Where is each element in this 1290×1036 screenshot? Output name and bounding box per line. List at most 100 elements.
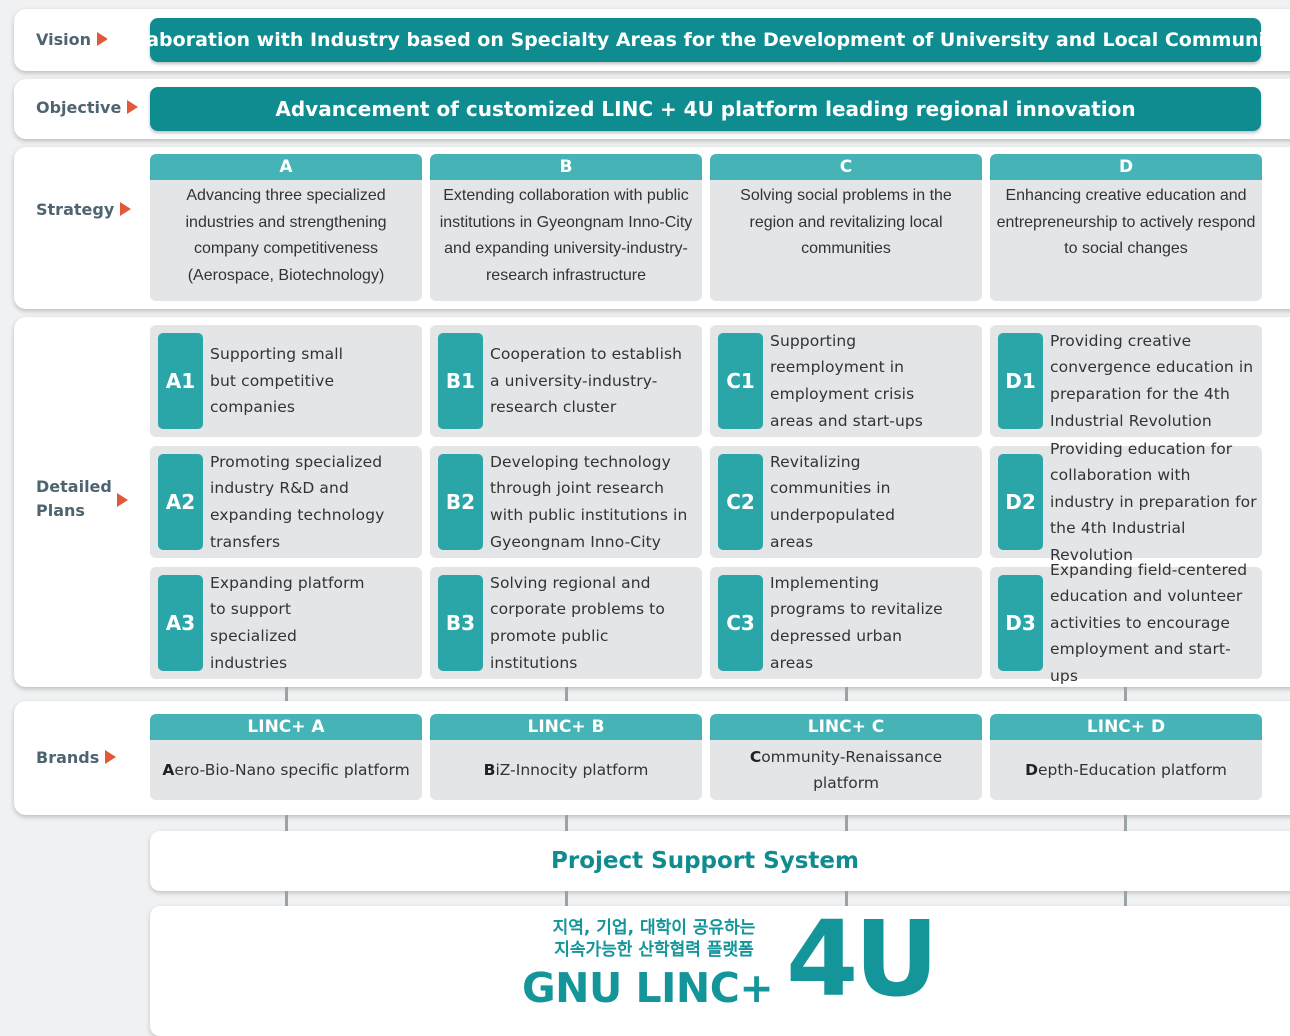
brand-name: LINC+ B <box>430 714 702 740</box>
plan-text: Supporting reemployment in employment cr… <box>770 331 923 430</box>
plan-text: Expanding field-centered education and v… <box>1050 560 1248 685</box>
connector-line <box>845 891 848 906</box>
plan-text: Implementing programs to revitalize depr… <box>770 573 943 672</box>
arrow-right-icon <box>120 202 132 216</box>
arrow-right-icon <box>96 32 108 46</box>
connector-line <box>285 687 288 701</box>
brand-rest: iZ-Innocity platform <box>495 760 649 779</box>
connector-line <box>1124 815 1127 831</box>
plan-card-c3: C3 Implementing programs to revitalize d… <box>710 567 982 679</box>
connector-line <box>845 815 848 831</box>
strategy-card-a: A Advancing three specialized industries… <box>150 154 422 301</box>
plan-card-a1: A1 Supporting small but competitive comp… <box>150 325 422 437</box>
brand-initial: A <box>162 760 175 779</box>
brand-card-c: LINC+ C Community-Renaissance platform <box>710 714 982 800</box>
vision-label: Vision <box>36 30 108 49</box>
plan-card-a3: A3 Expanding platform to support special… <box>150 567 422 679</box>
brand-initial: B <box>483 760 496 779</box>
plan-card-a2: A2 Promoting specialized industry R&D an… <box>150 446 422 558</box>
brand-initial: C <box>749 747 762 766</box>
plan-code: B2 <box>438 454 483 550</box>
plan-code: B1 <box>438 333 483 429</box>
arrow-right-icon <box>105 750 117 764</box>
plan-text: Promoting specialized industry R&D and e… <box>210 452 385 551</box>
brand-card-a: LINC+ A Aero-Bio-Nano specific platform <box>150 714 422 800</box>
strategy-label: Strategy <box>36 200 132 219</box>
brands-label: Brands <box>36 748 117 767</box>
brand-rest: epth-Education platform <box>1038 760 1227 779</box>
strategy-letter: A <box>150 154 422 180</box>
gnu-linc-logo: 지역, 기업, 대학이 공유하는 지속가능한 산학협력 플랫폼 GNU LINC… <box>520 904 940 1019</box>
plan-card-b2: B2 Developing technology through joint r… <box>430 446 702 558</box>
connector-line <box>565 687 568 701</box>
plan-card-b3: B3 Solving regional and corporate proble… <box>430 567 702 679</box>
plan-card-c1: C1 Supporting reemployment in employment… <box>710 325 982 437</box>
plan-text: Revitalizing communities in underpopulat… <box>770 452 896 551</box>
brand-rest: ero-Bio-Nano specific platform <box>174 760 410 779</box>
plan-card-b1: B1 Cooperation to establish a university… <box>430 325 702 437</box>
brand-card-d: LINC+ D Depth-Education platform <box>990 714 1262 800</box>
logo-korean-line1: 지역, 기업, 대학이 공유하는 <box>552 918 756 938</box>
plan-text: Developing technology through joint rese… <box>490 452 688 551</box>
plan-code: A2 <box>158 454 203 550</box>
plan-text: Cooperation to establish a university-in… <box>490 345 683 417</box>
brand-rest: ommunity-Renaissance platform <box>761 747 943 793</box>
connector-line <box>845 687 848 701</box>
connector-line <box>285 891 288 906</box>
plan-code: C3 <box>718 575 763 671</box>
connector-line <box>565 815 568 831</box>
plan-card-d2: D2 Providing education for collaboration… <box>990 439 1262 564</box>
plan-text: Solving regional and corporate problems … <box>490 573 665 672</box>
connector-line <box>285 815 288 831</box>
objective-banner: Advancement of customized LINC + 4U plat… <box>150 87 1261 131</box>
arrow-right-icon <box>117 493 128 507</box>
brand-description: Depth-Education platform <box>990 740 1262 800</box>
objective-label: Objective <box>36 98 139 117</box>
strategy-letter: C <box>710 154 982 180</box>
brand-initial: D <box>1025 760 1039 779</box>
objective-text: Advancement of customized LINC + 4U plat… <box>275 97 1136 121</box>
vision-banner: Collaboration with Industry based on Spe… <box>106 18 1290 62</box>
plan-text: Expanding platform to support specialize… <box>210 573 365 672</box>
logo-wordmark: GNU LINC+ <box>522 964 774 1012</box>
vision-text: Collaboration with Industry based on Spe… <box>106 29 1290 51</box>
strategy-card-d: D Enhancing creative education and entre… <box>990 154 1262 301</box>
logo-4u: 4U <box>786 898 939 1020</box>
plan-code: D1 <box>998 333 1043 429</box>
plan-text: Supporting small but competitive compani… <box>210 345 344 417</box>
strategy-card-c: C Solving social problems in the region … <box>710 154 982 301</box>
logo-korean-line2: 지속가능한 산학협력 플랫폼 <box>554 940 754 960</box>
plan-card-d1: D1 Providing creative convergence educat… <box>990 325 1262 437</box>
strategy-letter: B <box>430 154 702 180</box>
plan-text: Providing education for collaboration wi… <box>1050 439 1257 564</box>
brand-description: Community-Renaissance platform <box>710 740 982 800</box>
brand-description: Aero-Bio-Nano specific platform <box>150 740 422 800</box>
plan-code: D2 <box>998 454 1043 550</box>
plan-code: A3 <box>158 575 203 671</box>
brand-name: LINC+ C <box>710 714 982 740</box>
strategy-text: Extending collaboration with public inst… <box>439 187 693 284</box>
plan-code: B3 <box>438 575 483 671</box>
connector-line <box>1124 891 1127 906</box>
connector-line <box>565 891 568 906</box>
brand-description: BiZ-Innocity platform <box>430 740 702 800</box>
brand-name: LINC+ D <box>990 714 1262 740</box>
plan-card-d3: D3 Expanding field-centered education an… <box>990 560 1262 685</box>
plan-code: A1 <box>158 333 203 429</box>
strategy-text: Enhancing creative education and entrepr… <box>996 187 1256 257</box>
plan-code: C2 <box>718 454 763 550</box>
strategy-text: Advancing three specialized industries a… <box>185 187 387 284</box>
support-panel: Project Support System <box>150 831 1290 891</box>
support-title: Project Support System <box>551 848 859 874</box>
plan-card-c2: C2 Revitalizing communities in underpopu… <box>710 446 982 558</box>
plan-code: C1 <box>718 333 763 429</box>
plan-code: D3 <box>998 575 1043 671</box>
brand-card-b: LINC+ B BiZ-Innocity platform <box>430 714 702 800</box>
arrow-right-icon <box>127 100 139 114</box>
strategy-text: Solving social problems in the region an… <box>740 187 952 257</box>
brand-name: LINC+ A <box>150 714 422 740</box>
connector-line <box>1124 687 1127 701</box>
strategy-letter: D <box>990 154 1262 180</box>
logo-panel <box>150 906 1290 1036</box>
